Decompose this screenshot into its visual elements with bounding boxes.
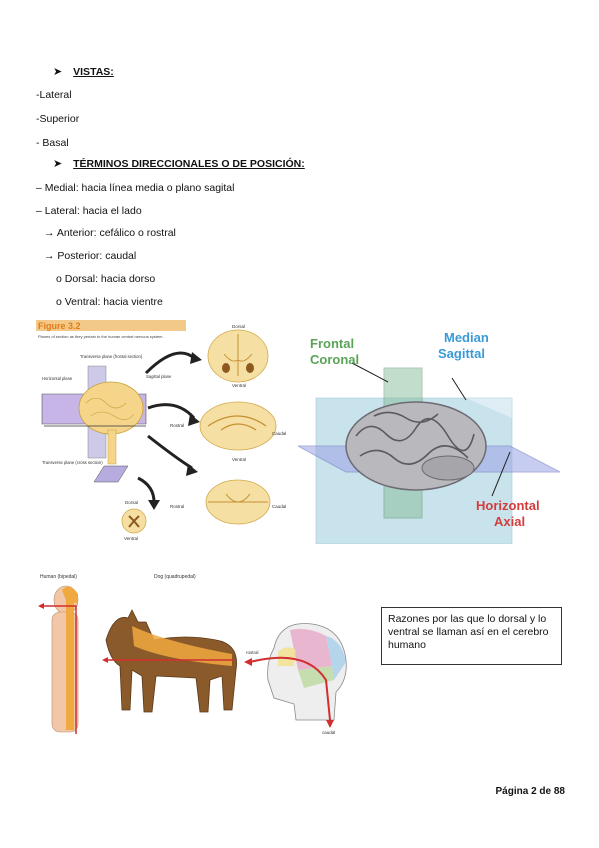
label-skull-caudal: caudal [322, 730, 335, 735]
dorsal-ventral-figure: Human (bipedal) Dog (quadrupedal) rostra… [36, 570, 366, 740]
vistas-item-lateral: -Lateral [36, 89, 72, 101]
label-ventral-mid: Ventral [232, 457, 246, 462]
terminos-heading-row: ➤ TÉRMINOS DIRECCIONALES O DE POSICIÓN: [53, 157, 305, 170]
label-axial: Axial [494, 514, 525, 529]
termino-ventral: o Ventral: hacia vientre [56, 296, 163, 308]
page-number: Página 2 de 88 [495, 786, 565, 797]
label-ventral-cord: Ventral [124, 536, 138, 541]
label-horizontal: Horizontal [476, 498, 540, 513]
terminos-heading: TÉRMINOS DIRECCIONALES O DE POSICIÓN: [73, 158, 305, 170]
spinal-cord [107, 429, 117, 465]
label-transverse-cross: Transverse plane (cross section) [42, 460, 103, 465]
label-dorsal-top: Dorsal [232, 324, 245, 329]
planes-of-section-figure: Figure 3.2 Planes of section as they per… [36, 318, 290, 544]
label-skull-rostral: rostral [246, 650, 259, 655]
label-coronal: Coronal [310, 352, 359, 367]
label-sagittal: Sagittal [438, 346, 485, 361]
label-dorsal-cord: Dorsal [125, 500, 138, 505]
figure-title: Figure 3.2 [38, 321, 81, 331]
dog-spine-nervous-system [132, 626, 232, 666]
label-sagittal-plane: Sagittal plane [146, 374, 172, 379]
vistas-item-superior: -Superior [36, 113, 80, 125]
termino-lateral: – Lateral: hacia el lado [36, 205, 142, 217]
label-rostral-mid: Rostral [170, 423, 184, 428]
vistas-heading: VISTAS: [73, 66, 114, 78]
termino-anterior: → Anterior: cefálico o rostral [44, 227, 176, 239]
label-caudal-bottom: Caudal [272, 504, 286, 509]
vistas-item-basal: - Basal [36, 137, 69, 149]
label-horizontal-plane: Horizontal plane [42, 376, 73, 381]
termino-posterior: → Posterior: caudal [44, 250, 137, 262]
human-spine [66, 598, 74, 730]
label-frontal: Frontal [310, 336, 354, 351]
human-body [51, 611, 79, 733]
label-ventral-top: Ventral [232, 383, 246, 388]
arrow-bullet-icon: ➤ [53, 66, 63, 78]
brain-planes-3d-figure: Frontal Coronal Median Sagittal Horizont… [298, 318, 560, 544]
label-median: Median [444, 330, 489, 345]
figure-subtitle: Planes of section as they pertain to the… [38, 334, 164, 339]
label-human-bipedal: Human (bipedal) [40, 574, 77, 580]
termino-dorsal: o Dorsal: hacia dorso [56, 273, 156, 285]
termino-medial: – Medial: hacia línea media o plano sagi… [36, 182, 235, 194]
caption-textbox: Razones por las que lo dorsal y lo ventr… [381, 607, 562, 665]
label-caudal-mid: Caudal [272, 431, 286, 436]
label-transverse-plane: Transverse plane (frontal section) [80, 354, 143, 359]
label-dog-quadrupedal: Dog (quadrupedal) [154, 574, 196, 580]
vistas-heading-row: ➤ VISTAS: [53, 65, 114, 78]
label-rostral-bottom: Rostral [170, 504, 184, 509]
arrow-bullet-icon: ➤ [53, 158, 63, 170]
sagittal-section [199, 401, 277, 451]
cross-section-plane [93, 465, 129, 483]
